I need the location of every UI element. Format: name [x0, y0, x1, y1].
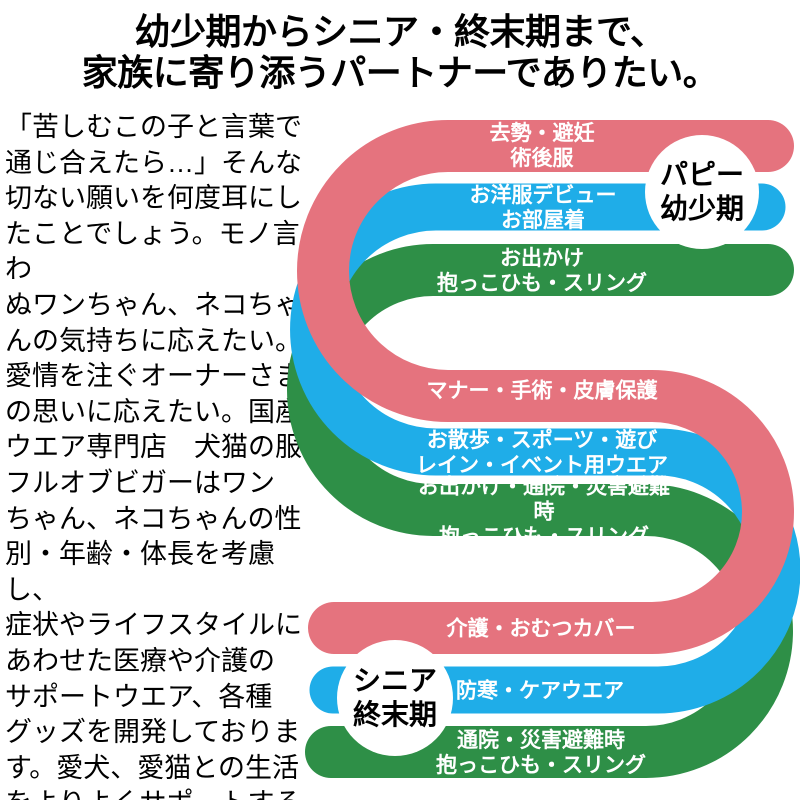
stage-circle-puppy: パピー 幼少期 [645, 135, 759, 249]
pink-ribbon-path [297, 120, 794, 654]
label-adult-blue: お散歩・スポーツ・遊び レイン・イベント用ウエア [416, 429, 668, 477]
label-puppy-pink: 去勢・避妊 術後服 [489, 122, 595, 170]
page-title: 幼少期からシニア・終末期まで、 家族に寄り添うパートナーでありたい。 [81, 11, 719, 93]
label-puppy-blue: お洋服デビュー お部屋着 [469, 184, 617, 232]
label-senior-green: 通院・災害避難時 抱っこひも・スリング [436, 729, 646, 777]
label-adult-green: お出かけ・通院・災害避難時 抱っこひも・スリング [418, 475, 670, 549]
intro-text: 「苦しむこの子と言葉で 通じ合えたら…」そんな 切ない願いを何度耳にし たことで… [5, 112, 302, 800]
label-senior-pink: 介護・おむつカバー [446, 617, 636, 641]
label-adult-pink: マナー・手術・皮膚保護 [426, 379, 658, 403]
label-senior-blue: 防寒・ケアウエア [456, 679, 624, 703]
label-puppy-green: お出かけ 抱っこひも・スリング [437, 247, 647, 295]
stage-circle-senior: シニア 終末期 [337, 640, 453, 756]
